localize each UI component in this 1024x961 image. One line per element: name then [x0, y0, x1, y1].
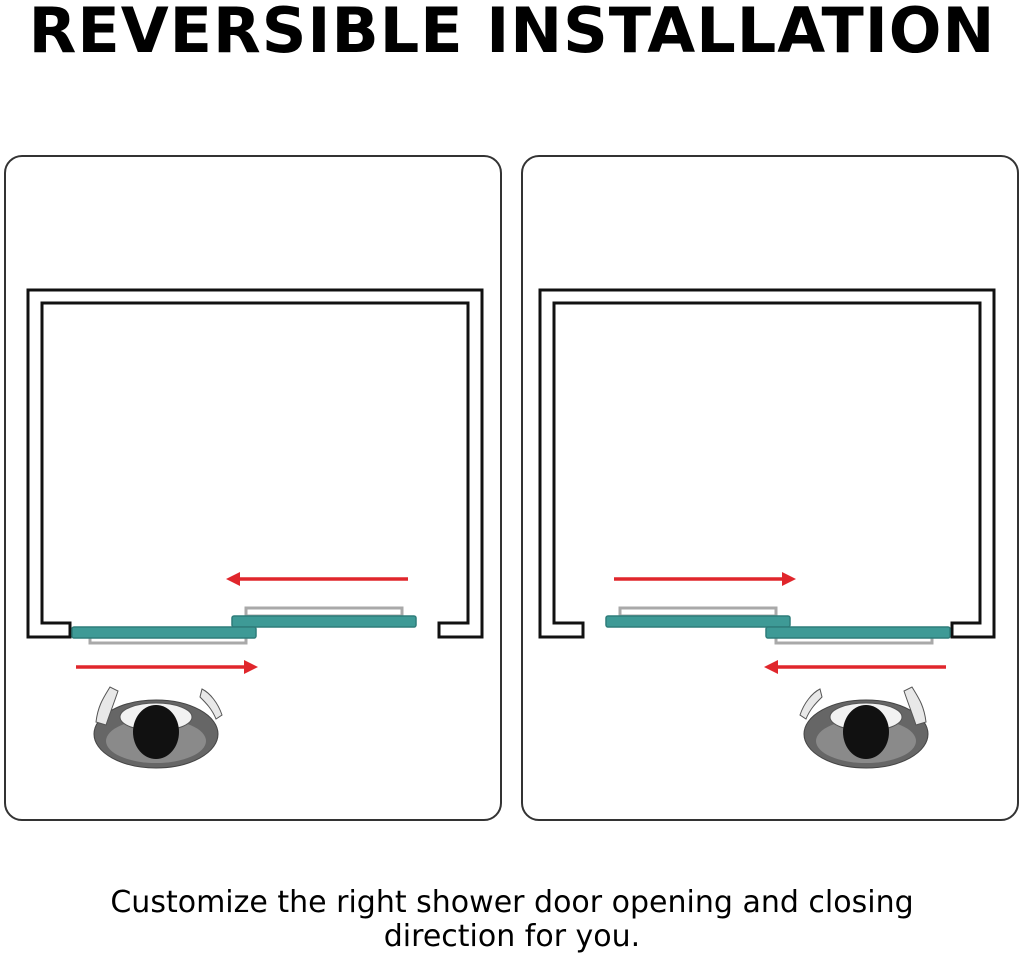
- plan-group: [26, 288, 484, 769]
- arrow-top: [614, 572, 796, 586]
- caption: Customize the right shower door opening …: [0, 886, 1024, 954]
- track-inner: [244, 606, 404, 618]
- arrow-bottom: [76, 660, 258, 674]
- caption-line-1: Customize the right shower door opening …: [110, 885, 914, 920]
- shower-plan-diagram: [538, 288, 996, 769]
- glass-panel-fixed: [605, 615, 791, 628]
- arrow-top: [226, 572, 408, 586]
- person-top-view-icon: [799, 686, 929, 769]
- page-title: REVERSIBLE INSTALLATION: [28, 0, 996, 67]
- glass-panel-sliding: [71, 626, 257, 639]
- track-inner: [618, 606, 778, 618]
- glass-panel-sliding: [765, 626, 951, 639]
- plan-group: [538, 288, 996, 769]
- person-top-view-icon: [93, 686, 223, 769]
- arrow-bottom: [764, 660, 946, 674]
- panel-right-configuration: [521, 155, 1019, 821]
- panel-left-configuration: [4, 155, 502, 821]
- shower-plan-diagram: [26, 288, 484, 769]
- glass-panel-fixed: [231, 615, 417, 628]
- enclosure-frame: [26, 288, 484, 639]
- caption-line-2: direction for you.: [383, 919, 641, 954]
- enclosure-frame: [538, 288, 996, 639]
